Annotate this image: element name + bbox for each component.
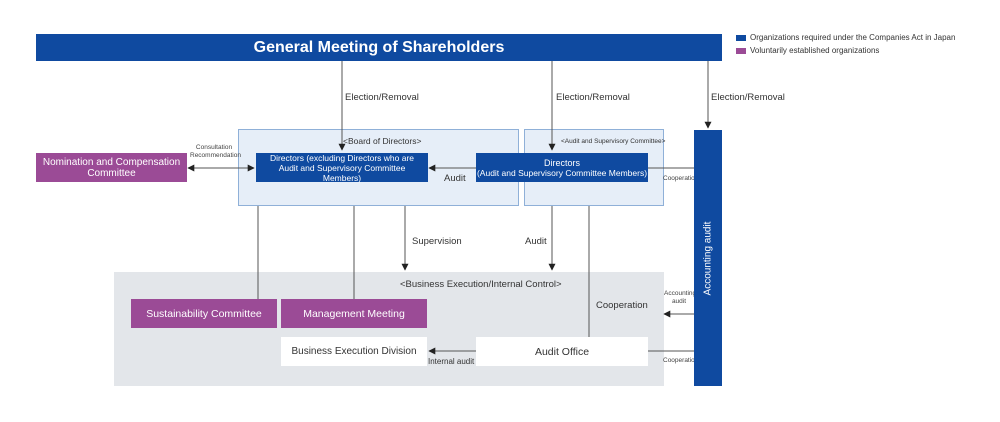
shareholders-meeting-box: General Meeting of Shareholders (36, 34, 722, 61)
accounting-auditor-label: Accounting audit (702, 221, 714, 295)
board-directors-box: Directors (excluding Directors who are A… (256, 152, 428, 183)
legend-swatch-purple (736, 47, 746, 54)
legend-label-required: Organizations required under the Compani… (750, 33, 956, 42)
legend-item-voluntary: Voluntarily established organizations (736, 45, 879, 56)
internal-audit-label: Internal audit (428, 357, 475, 366)
supervision-label: Supervision (412, 236, 462, 247)
audit-label-vertical: Audit (525, 236, 547, 247)
business-execution-group-label: <Business Execution/Internal Control> (400, 279, 562, 290)
cooperation-label-mid: Cooperation (596, 300, 648, 311)
audit-label-horizontal: Audit (444, 173, 466, 184)
accounting-audit-label: Accounting audit (664, 290, 697, 306)
accounting-audit-label-line1: Accounting (664, 290, 697, 297)
consultation-label-line2: Recommendation (190, 151, 241, 159)
management-meeting-label: Management Meeting (303, 307, 405, 320)
committee-directors-box: Directors (Audit and Supervisory Committ… (476, 153, 648, 182)
management-meeting-box: Management Meeting (281, 299, 427, 328)
nomination-committee-box: Nomination and Compensation Committee (36, 153, 187, 182)
audit-office-box: Audit Office (476, 337, 648, 366)
cooperation-label-top: Cooperation (663, 175, 699, 182)
legend-swatch-navy (736, 34, 746, 41)
accounting-audit-label-line2: audit (671, 297, 687, 305)
election-label-2: Election/Removal (556, 92, 630, 103)
business-execution-division-box: Business Execution Division (281, 337, 427, 366)
nomination-committee-label: Nomination and Compensation Committee (42, 156, 181, 179)
shareholders-meeting-label: General Meeting of Shareholders (253, 38, 505, 56)
election-label-3: Election/Removal (711, 92, 785, 103)
accounting-auditor-bar: Accounting audit (694, 130, 722, 386)
sustainability-committee-label: Sustainability Committee (146, 307, 262, 320)
committee-directors-label-line2: (Audit and Supervisory Committee Members… (476, 167, 648, 178)
legend: Organizations required under the Compani… (736, 32, 996, 58)
committee-directors-label-line1: Directors (543, 157, 580, 168)
election-label-1: Election/Removal (345, 92, 419, 103)
legend-item-required: Organizations required under the Compani… (736, 32, 955, 43)
cooperation-label-bottom: Cooperation (663, 357, 699, 364)
committee-group-label: <Audit and Supervisory Committee> (561, 138, 666, 145)
business-execution-area (114, 272, 664, 386)
legend-label-voluntary: Voluntarily established organizations (750, 46, 880, 55)
board-directors-label: Directors (excluding Directors who are A… (269, 152, 415, 183)
board-group-label: <Board of Directors> (343, 136, 422, 146)
consultation-label-line1: Consultation (195, 144, 233, 151)
sustainability-committee-box: Sustainability Committee (131, 299, 277, 328)
audit-office-label: Audit Office (534, 345, 590, 358)
consultation-label: Consultation Recommendation (190, 144, 241, 160)
business-execution-division-label: Business Execution Division (291, 346, 417, 357)
